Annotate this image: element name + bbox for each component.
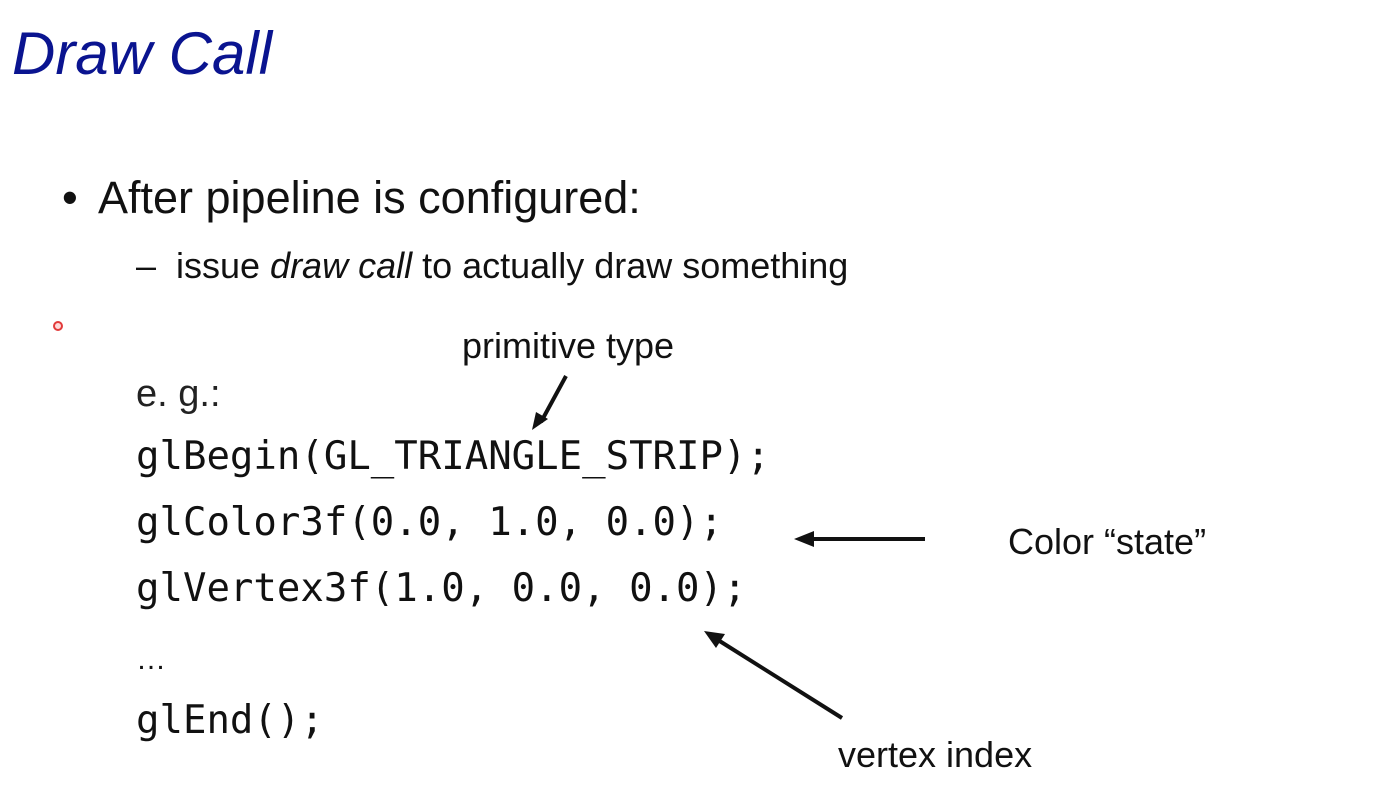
code-line-glcolor: glColor3f(0.0, 1.0, 0.0);	[136, 500, 723, 545]
code-line-ellipsis: …	[136, 643, 166, 676]
sub-bullet-symbol: –	[136, 245, 157, 286]
sub-bullet-emphasis: draw call	[270, 245, 413, 286]
sub-bullet-item: –issue draw call to actually draw someth…	[136, 242, 848, 290]
slide-title: Draw Call	[12, 20, 273, 87]
vertex-index-label: vertex index	[838, 734, 1033, 775]
sub-bullet-text-before: issue	[176, 245, 271, 286]
code-line-glbegin: glBegin(GL_TRIANGLE_STRIP);	[136, 434, 770, 479]
primitive-type-label: primitive type	[462, 325, 675, 366]
laser-pointer-dot	[53, 321, 63, 331]
primitive-type-arrow	[532, 375, 568, 430]
bullet-text: After pipeline is configured:	[98, 172, 641, 223]
example-label: e. g.:	[136, 373, 221, 415]
bullet-item: • After pipeline is configured:	[62, 168, 641, 228]
sub-bullet-text-after: to actually draw something	[412, 245, 849, 286]
color-state-label: Color “state”	[1008, 521, 1207, 562]
code-line-glend: glEnd();	[136, 698, 324, 743]
bullet-symbol: •	[62, 172, 78, 223]
vertex-index-arrow	[704, 631, 844, 720]
color-state-arrow	[794, 531, 925, 547]
code-line-glvertex: glVertex3f(1.0, 0.0, 0.0);	[136, 566, 747, 611]
